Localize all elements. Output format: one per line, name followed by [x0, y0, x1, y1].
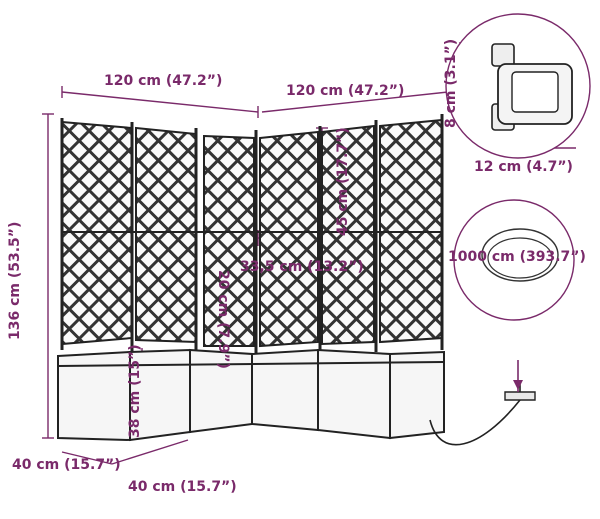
dimension-base-width-bottom: 40 cm (15.7”)	[128, 479, 237, 495]
planter-boxes	[57, 348, 445, 442]
irrigation-hose	[429, 380, 521, 446]
dimension-trellis-width: 33,5 cm (13.2”)	[240, 259, 364, 275]
trellis-panels	[61, 118, 443, 348]
dimension-base-depth-left: 40 cm (15.7”)	[12, 457, 121, 473]
dimension-top-right-width: 120 cm (47.2”)	[286, 83, 405, 99]
trellis-posts	[60, 114, 444, 356]
dimension-trellis-gap: 45 cm (17.7”)	[335, 127, 351, 236]
dimension-top-left-width: 120 cm (47.2”)	[104, 73, 223, 89]
dimension-total-height: 136 cm (53.5”)	[7, 221, 23, 340]
dimension-timer-height: 8 cm (3.1”)	[443, 38, 459, 128]
dimension-timer-width: 12 cm (4.7”)	[474, 159, 573, 175]
small-water-timer-icon	[504, 391, 536, 401]
coiled-hose-icon	[453, 199, 575, 321]
water-timer-icon	[445, 13, 591, 159]
dimension-hose-length: 1000 cm (393.7”)	[448, 249, 586, 265]
dimension-planter-top-gap: 20 cm (7.9”)	[215, 270, 231, 369]
dimension-planter-height: 38 cm (15”)	[127, 344, 143, 438]
